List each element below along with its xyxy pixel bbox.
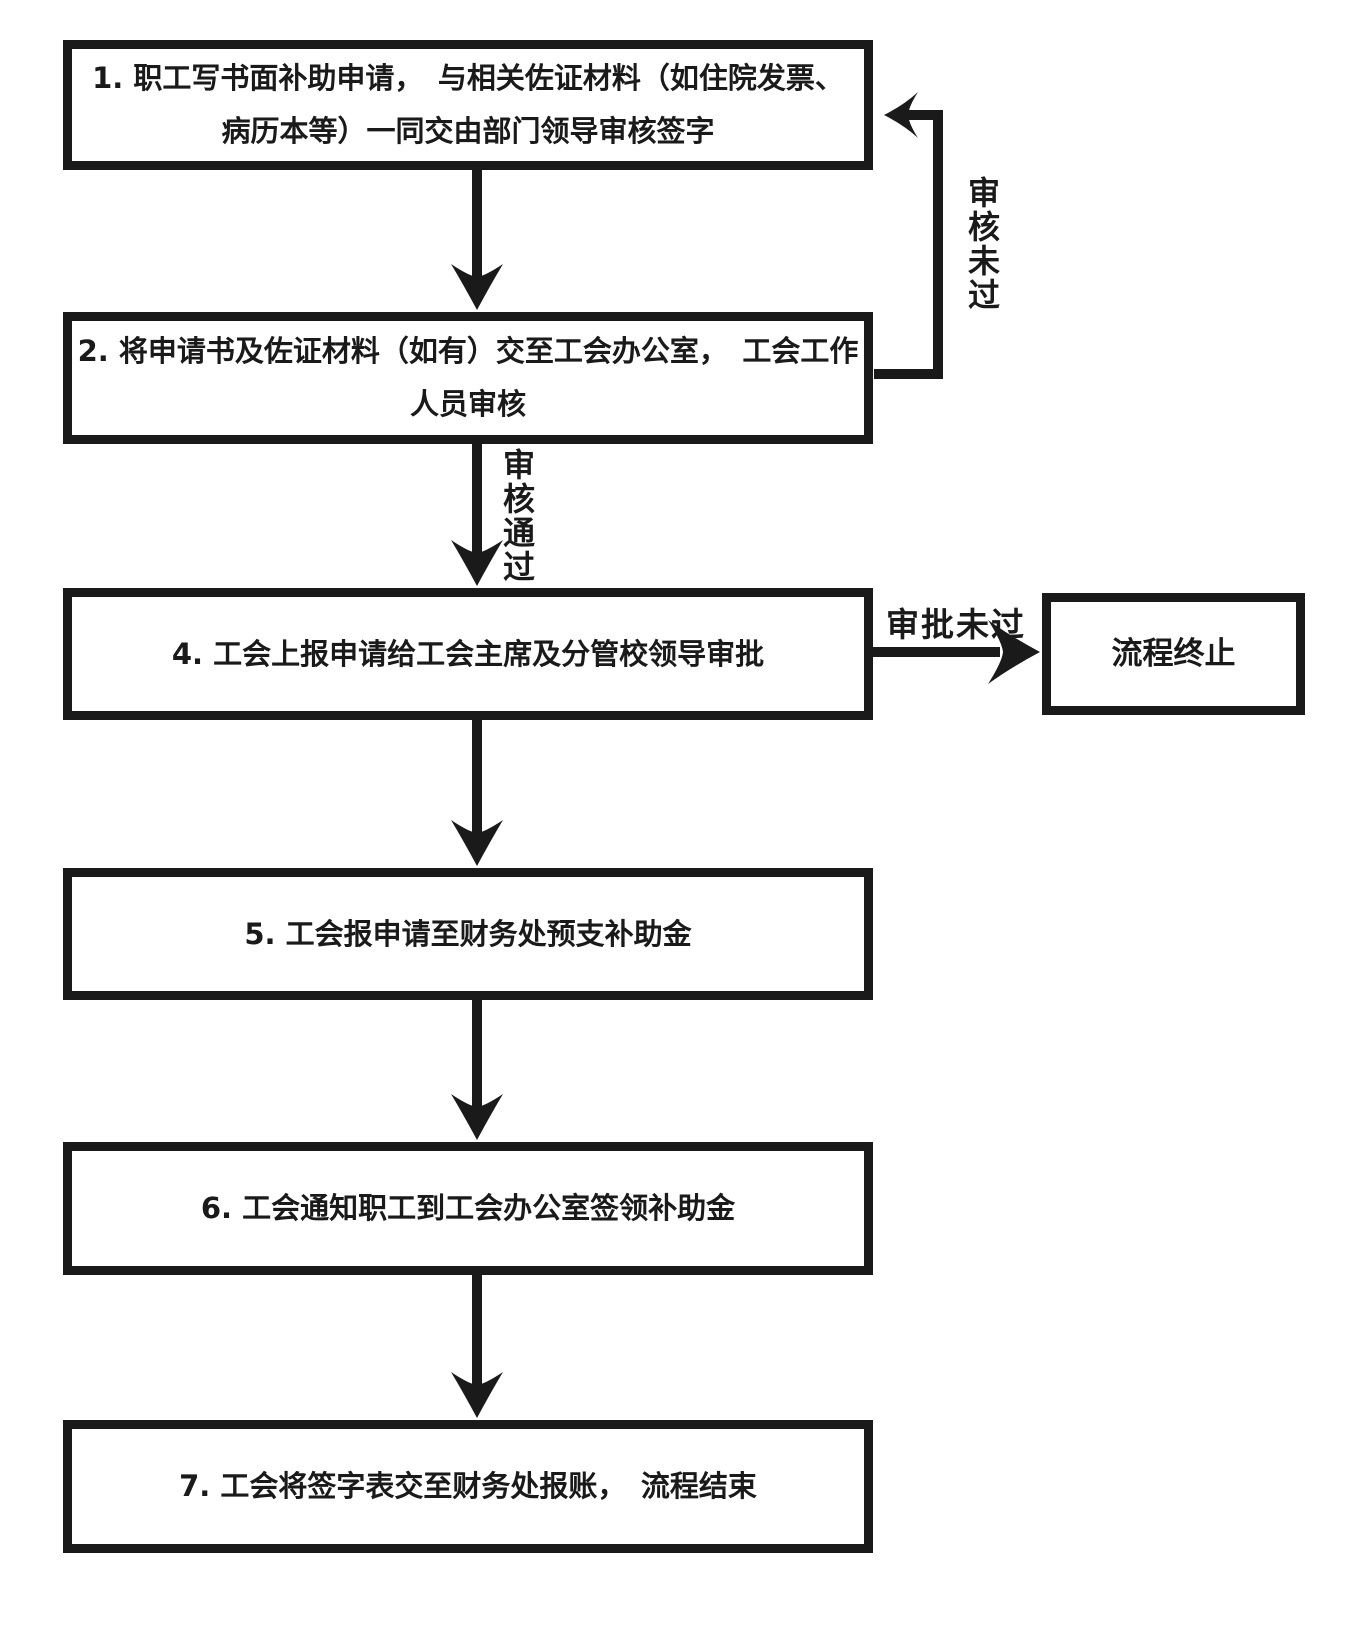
review-failed-label: 审核未过 xyxy=(963,176,1001,312)
arrowhead-step1-to-step2 xyxy=(451,264,503,310)
approval-failed-label: 审批未过 xyxy=(886,605,1026,644)
arrowhead-step2-to-step4 xyxy=(451,540,503,586)
step2-text-line2: 人员审核 xyxy=(409,387,526,421)
step4-box: 4. 工会上报申请给工会主席及分管校领导审批 xyxy=(63,588,873,720)
arrowhead-step2-to-step1-feedback xyxy=(884,92,918,138)
step4-text: 4. 工会上报申请给工会主席及分管校领导审批 xyxy=(171,636,765,671)
arrowhead-step4-to-step5 xyxy=(451,820,503,866)
step5-text: 5. 工会报申请至财务处预支补助金 xyxy=(244,916,692,951)
step1-box: 1. 职工写书面补助申请， 与相关佐证材料（如住院发票、 病历本等）一同交由部门… xyxy=(63,40,873,170)
step1-text-line1: 1. 职工写书面补助申请， 与相关佐证材料（如住院发票、 xyxy=(92,61,844,96)
step6-box: 6. 工会通知职工到工会办公室签领补助金 xyxy=(63,1142,873,1275)
arrow-step2-to-step1-feedback xyxy=(874,110,943,379)
step7-box: 7. 工会将签字表交至财务处报账， 流程结束 xyxy=(63,1420,873,1553)
step1-text-line2: 病历本等）一同交由部门领导审核签字 xyxy=(221,114,715,148)
arrowhead-step6-to-step7 xyxy=(451,1372,503,1418)
arrowhead-step5-to-step6 xyxy=(451,1094,503,1140)
step2-box: 2. 将申请书及佐证材料（如有）交至工会办公室， 工会工作 人员审核 xyxy=(63,312,873,444)
review-passed-label: 审核通过 xyxy=(498,448,536,584)
terminate-text: 流程终止 xyxy=(1111,635,1236,672)
step6-text: 6. 工会通知职工到工会办公室签领补助金 xyxy=(200,1191,736,1226)
step5-box: 5. 工会报申请至财务处预支补助金 xyxy=(63,868,873,1000)
step7-text: 7. 工会将签字表交至财务处报账， 流程结束 xyxy=(179,1469,757,1504)
step2-text-line1: 2. 将申请书及佐证材料（如有）交至工会办公室， 工会工作 xyxy=(77,334,859,369)
terminate-box: 流程终止 xyxy=(1042,593,1305,715)
